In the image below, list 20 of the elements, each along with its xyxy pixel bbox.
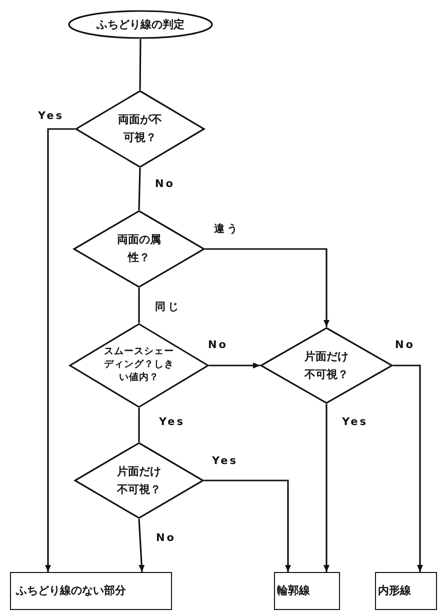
arrow bbox=[205, 248, 330, 327]
connector-line bbox=[139, 39, 142, 90]
start-ellipse: ふちどり線の判定 bbox=[68, 10, 213, 39]
decision-diamond: 片面だけ不可視？ bbox=[74, 442, 204, 519]
connector-line bbox=[138, 288, 140, 323]
arrow bbox=[45, 128, 75, 572]
arrow bbox=[204, 480, 291, 572]
arrow bbox=[393, 364, 423, 572]
connector-line bbox=[138, 408, 140, 442]
decision-diamond: 両面が不可視？ bbox=[75, 90, 205, 168]
decision-diamond: 片面だけ不可視？ bbox=[260, 327, 393, 404]
result-box: ふちどり線のない部分 bbox=[10, 572, 172, 610]
result-box: 内形線 bbox=[375, 572, 437, 610]
decision-diamond: スムースシェーディング？しきい値内？ bbox=[69, 323, 209, 408]
arrow bbox=[138, 518, 145, 572]
result-box: 輪郭線 bbox=[274, 572, 340, 610]
decision-diamond: 両面の属性？ bbox=[73, 210, 205, 288]
arrow bbox=[324, 404, 330, 572]
connector-line bbox=[138, 168, 141, 210]
arrow bbox=[209, 362, 260, 368]
